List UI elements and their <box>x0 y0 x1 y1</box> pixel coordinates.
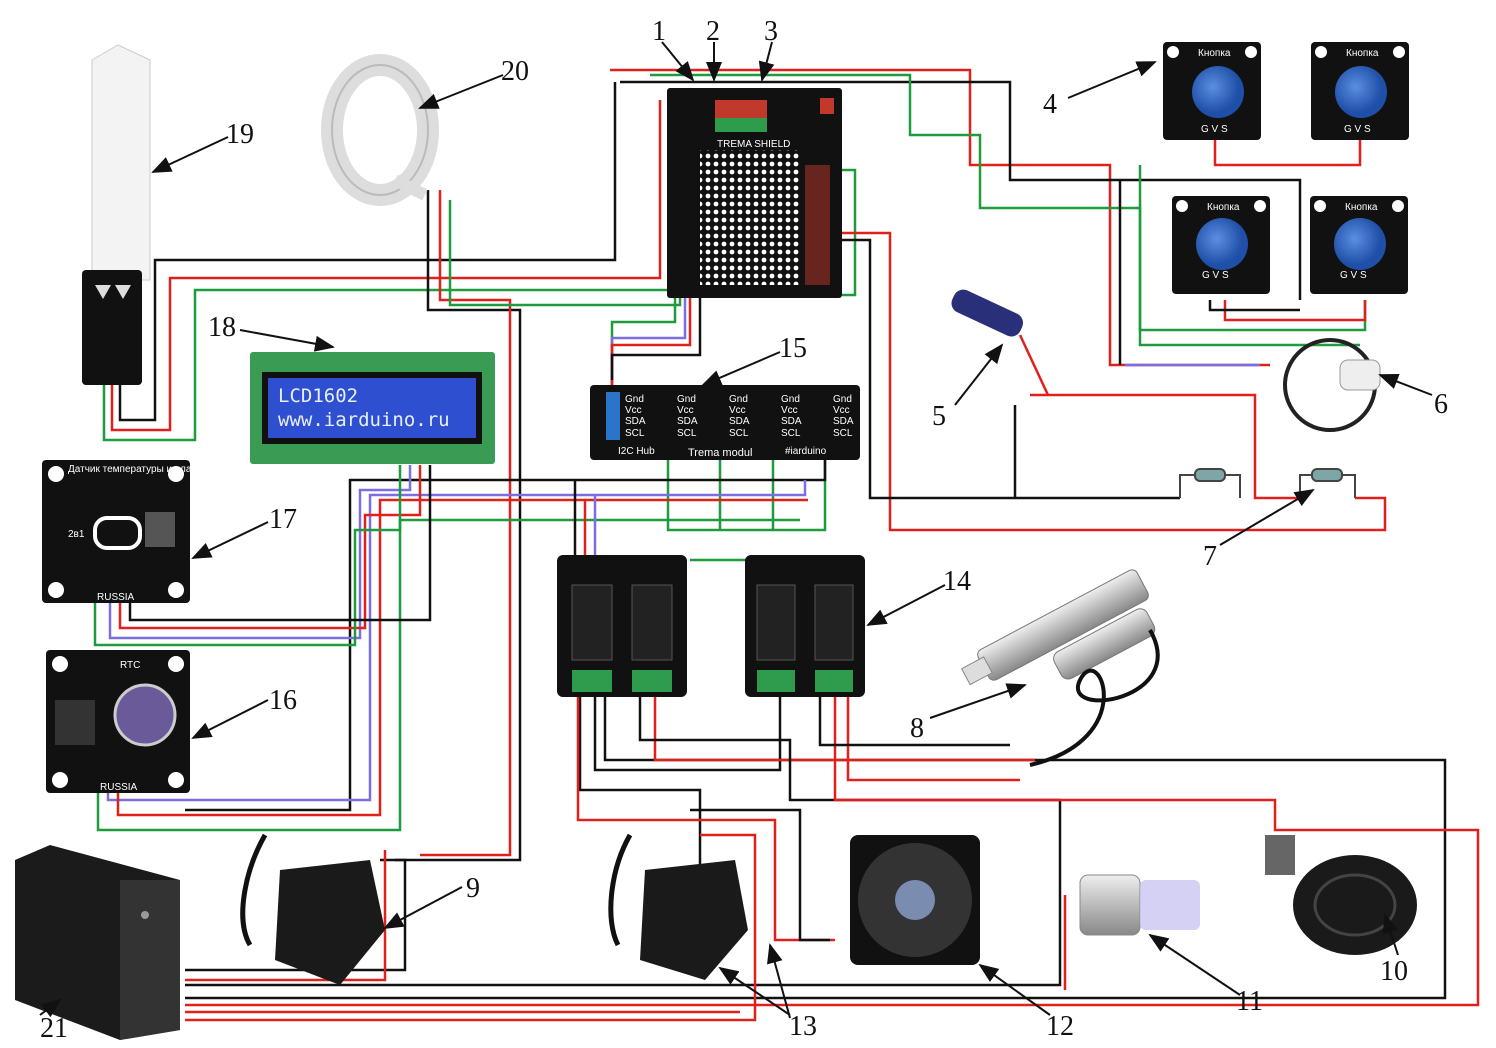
svg-text:SDA: SDA <box>677 416 698 427</box>
svg-text:Vcc: Vcc <box>625 405 642 416</box>
svg-text:SDA: SDA <box>729 416 750 427</box>
callout-10: 10 <box>1380 956 1408 987</box>
svg-text:G V S: G V S <box>1344 124 1371 135</box>
svg-text:SCL: SCL <box>833 428 853 439</box>
svg-text:Vcc: Vcc <box>781 405 798 416</box>
cooling-fan <box>850 835 980 965</box>
shield-label: TREMA SHIELD <box>717 139 790 150</box>
svg-text:RUSSIA: RUSSIA <box>100 782 138 793</box>
led-strip-coil <box>321 54 439 206</box>
callout-21: 21 <box>40 1013 68 1044</box>
callout-11: 11 <box>1236 986 1263 1017</box>
svg-text:Gnd: Gnd <box>729 394 748 405</box>
button-module: Кнопка G V S <box>1311 42 1409 140</box>
callout-2: 2 <box>706 16 720 47</box>
callout-17: 17 <box>269 504 297 535</box>
callout-14: 14 <box>943 566 971 597</box>
button-module: Кнопка G V S <box>1163 42 1261 140</box>
callout-16: 16 <box>269 685 297 716</box>
temperature-humidity-sensor: Датчик температуры и влажности I2C 2в1 R… <box>42 460 243 603</box>
svg-text:Кнопка: Кнопка <box>1198 48 1231 59</box>
callout-3: 3 <box>764 16 778 47</box>
svg-text:Датчик температуры и влажности: Датчик температуры и влажности I2C <box>68 464 243 475</box>
svg-text:SCL: SCL <box>781 428 801 439</box>
svg-text:Vcc: Vcc <box>833 405 850 416</box>
button-module: Кнопка G V S <box>1172 196 1270 294</box>
callout-18: 18 <box>208 312 236 343</box>
water-pump <box>1079 874 1200 936</box>
callout-1: 1 <box>652 16 666 47</box>
power-adapter <box>608 833 748 980</box>
ceramic-heater <box>1265 835 1417 955</box>
svg-text:G V S: G V S <box>1201 124 1228 135</box>
svg-text:SCL: SCL <box>677 428 697 439</box>
callout-15: 15 <box>779 333 807 364</box>
button-module: Кнопка G V S <box>1310 196 1408 294</box>
relay-modules <box>557 555 865 697</box>
callout-9: 9 <box>466 873 480 904</box>
svg-text:SDA: SDA <box>781 416 802 427</box>
callout-8: 8 <box>910 713 924 744</box>
hub-center-label: Trema modul <box>688 447 752 459</box>
svg-text:Кнопка: Кнопка <box>1207 202 1240 213</box>
callout-19: 19 <box>226 119 254 150</box>
svg-text:Кнопка: Кнопка <box>1345 202 1378 213</box>
svg-text:Gnd: Gnd <box>781 394 800 405</box>
svg-text:Vcc: Vcc <box>677 405 694 416</box>
laser-module <box>951 289 1050 396</box>
callout-13: 13 <box>789 1011 817 1042</box>
callout-arrows <box>39 41 1433 1019</box>
callout-6: 6 <box>1434 389 1448 420</box>
lcd-line-1: LCD1602 <box>278 385 358 407</box>
svg-text:RUSSIA: RUSSIA <box>97 592 135 603</box>
svg-text:SCL: SCL <box>729 428 749 439</box>
actuator-cable <box>1029 629 1160 767</box>
hub-left-label: I2C Hub <box>618 446 655 457</box>
svg-text:G V S: G V S <box>1202 270 1229 281</box>
ups-unit <box>15 845 180 1040</box>
buzzer-sensor <box>1283 338 1381 432</box>
power-adapter <box>240 833 385 985</box>
svg-text:SDA: SDA <box>833 416 854 427</box>
svg-text:Кнопка: Кнопка <box>1346 48 1379 59</box>
resistors <box>1179 468 1356 498</box>
svg-text:Gnd: Gnd <box>625 394 644 405</box>
hub-right-label: #iarduino <box>785 446 827 457</box>
svg-text:Gnd: Gnd <box>833 394 852 405</box>
svg-text:Gnd: Gnd <box>677 394 696 405</box>
svg-text:RTC: RTC <box>120 660 140 671</box>
svg-text:G V S: G V S <box>1340 270 1367 281</box>
svg-text:2в1: 2в1 <box>68 529 85 540</box>
callout-20: 20 <box>501 56 529 87</box>
soil-moisture-sensor <box>82 44 151 385</box>
svg-text:SCL: SCL <box>625 428 645 439</box>
callout-7: 7 <box>1203 541 1217 572</box>
lcd1602-display: LCD1602 www.iarduino.ru <box>250 352 495 464</box>
rtc-module: RTC RUSSIA <box>46 650 190 793</box>
linear-actuator <box>960 569 1156 686</box>
wires <box>93 68 1480 1022</box>
callout-numbers: 1 2 3 4 5 6 7 8 9 10 11 12 13 14 15 16 1… <box>40 16 1448 1044</box>
button-modules: Кнопка G V S Кнопка G V S Кнопка G V S Кноп… <box>1163 42 1409 294</box>
callout-5: 5 <box>932 401 946 432</box>
callout-12: 12 <box>1046 1011 1074 1042</box>
svg-text:SDA: SDA <box>625 416 646 427</box>
svg-text:Vcc: Vcc <box>729 405 746 416</box>
callout-4: 4 <box>1043 89 1057 120</box>
lcd-line-2: www.iarduino.ru <box>278 409 450 431</box>
trema-shield: TREMA SHIELD <box>667 88 842 298</box>
